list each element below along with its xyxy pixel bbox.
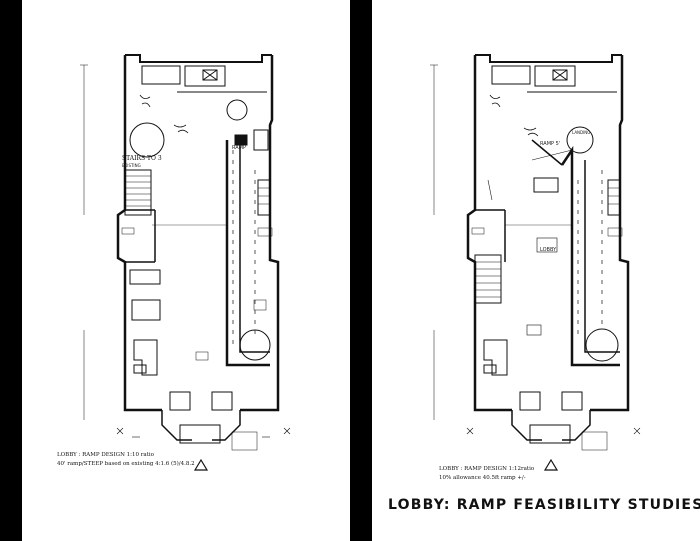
- left-stairs-sublabel: EXISTING: [122, 163, 141, 168]
- right-landing-label: LANDING: [572, 130, 591, 135]
- left-stairs-label: STAIRS TO 3: [122, 155, 162, 162]
- left-note-line-2: 40' ramp/STEEP based on existing 4:1.6 (…: [57, 461, 195, 467]
- right-floor-plan: RAMP 5' LOBBY LANDING LOBBY : RAMP DESIG…: [372, 0, 700, 541]
- right-plan-drawing: [430, 54, 641, 471]
- left-floor-plan: STAIRS TO 3 EXISTING RAMP LOBBY : RAMP D…: [22, 0, 350, 541]
- right-note-line-1: LOBBY : RAMP DESIGN 1:12ratio: [439, 466, 535, 472]
- left-note-line-1: LOBBY : RAMP DESIGN 1:10 ratio: [57, 452, 154, 458]
- left-plan-drawing: [80, 54, 291, 471]
- right-lobby-label: LOBBY: [540, 247, 557, 253]
- right-ramp-label: RAMP 5': [540, 141, 561, 147]
- left-ramp-label: RAMP: [232, 145, 247, 151]
- right-note-line-2: 10% allowance 40.5ft ramp +/-: [439, 475, 526, 481]
- page-caption: LOBBY: RAMP FEASIBILITY STUDIES: [388, 497, 700, 513]
- left-border-bar: [0, 0, 22, 541]
- center-divider-bar: [350, 0, 372, 541]
